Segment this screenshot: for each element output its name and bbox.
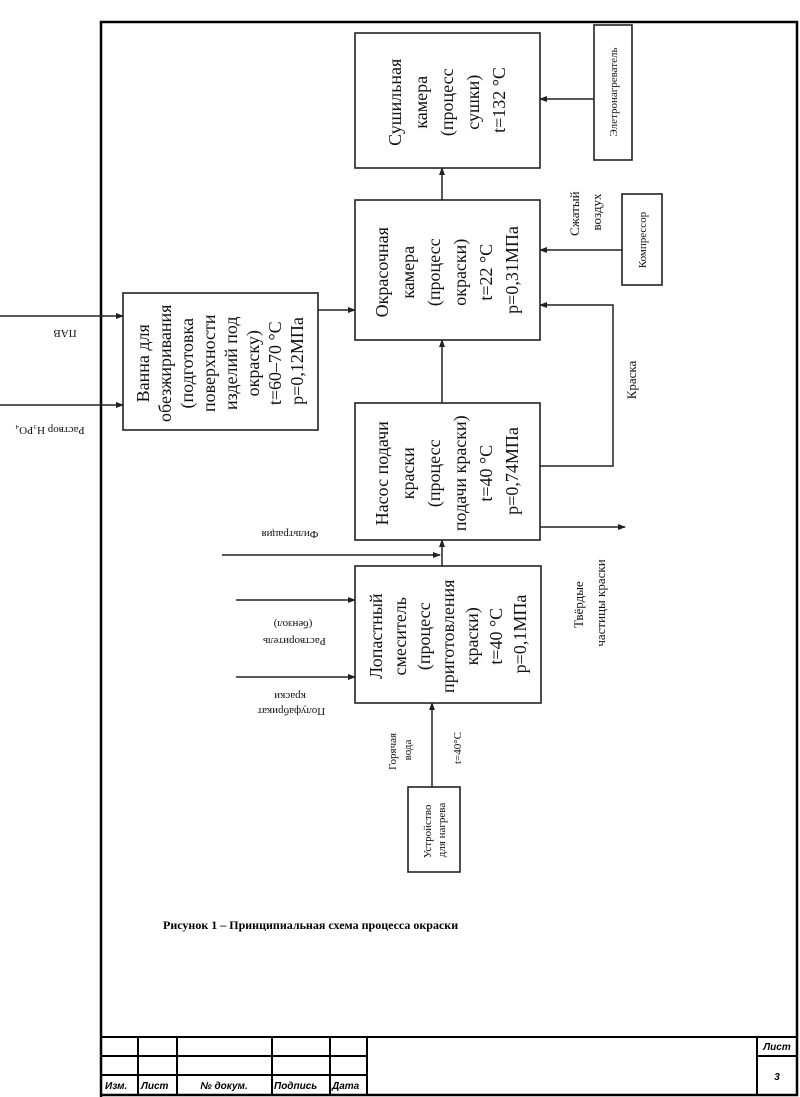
- degreasing-bath-box: [122, 292, 319, 431]
- paint-label: Краска: [624, 360, 639, 399]
- compressor-text: Компрессор: [637, 211, 649, 268]
- heating-device-box: [407, 786, 461, 873]
- drawing-frame: [99, 20, 799, 1097]
- solid-particles-label: Твёрдые частицы краски: [571, 559, 608, 646]
- filtration-label: Фильтрация: [262, 528, 319, 540]
- hot-water-label: Горячая вода: [387, 730, 414, 770]
- header-signature: Подпись: [274, 1081, 317, 1092]
- paint-pump-box: [354, 402, 541, 541]
- header-change: Изм.: [105, 1081, 127, 1092]
- arrow-paint-return: [539, 302, 614, 467]
- header-doc-number: № докум.: [200, 1081, 247, 1092]
- semi-product-label: Полуфабрикат краски: [255, 690, 325, 717]
- figure-caption: Рисунок 1 – Принципиальная схема процесс…: [163, 918, 458, 932]
- sheet-number: 3: [774, 1072, 780, 1083]
- solvent-label: Растворитель (бензол): [260, 618, 326, 647]
- electric-heater-box: [593, 24, 633, 161]
- hot-water-temp-label: t=40°C: [452, 732, 464, 764]
- paddle-mixer-text: Лопастный смеситель (процесс приготовлен…: [366, 575, 530, 693]
- phosphoric-solution-label: Раствор H₃PO₄: [15, 424, 84, 436]
- header-sheet: Лист: [140, 1081, 169, 1092]
- paddle-mixer-box: [354, 565, 542, 704]
- paint-pump-text: Насос подачи краски (процесс подачи крас…: [372, 411, 522, 531]
- compressed-air-label: Сжатый воздух: [567, 188, 604, 236]
- compressor-box: [621, 193, 663, 286]
- drying-chamber-text: Сушильная камера (процесс сушки) t=132 °…: [385, 54, 509, 146]
- degreasing-bath-text: Ванна для обезжиривания (подготовка пове…: [133, 300, 307, 422]
- header-date: Дата: [331, 1081, 360, 1092]
- painting-chamber-box: [354, 199, 541, 341]
- title-block: Изм. Лист № докум. Подпись Дата Лист 3: [101, 1036, 797, 1095]
- drying-chamber-box: [354, 32, 541, 169]
- heating-device-text: Устройство для нагрева: [422, 802, 448, 858]
- sheet-label: Лист: [762, 1042, 791, 1053]
- surfactant-label: ПАВ: [53, 327, 76, 339]
- flow-arrows: [0, 96, 626, 787]
- painting-chamber-text: Окрасочная камера (процесс окраски) t=22…: [372, 223, 522, 318]
- electric-heater-text: Элетронагреватель: [608, 48, 620, 137]
